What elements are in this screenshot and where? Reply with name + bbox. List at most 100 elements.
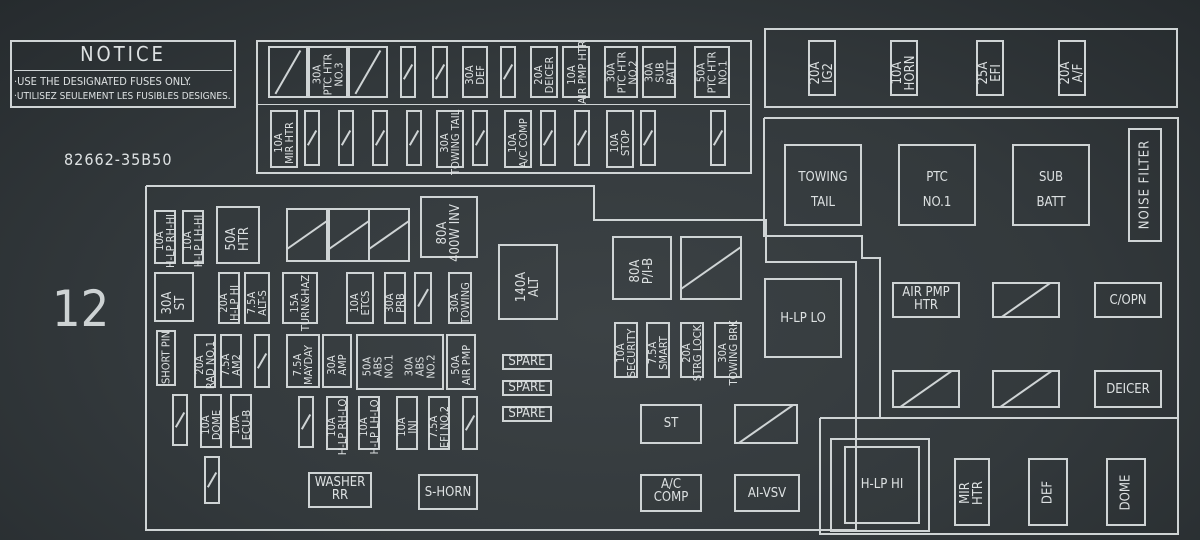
fuse-slot bbox=[372, 110, 388, 166]
fuse-turn-haz bbox=[282, 272, 318, 324]
fuse-slot bbox=[472, 110, 488, 166]
fuse-slot bbox=[574, 110, 590, 166]
fuse-label: 50A HTR bbox=[224, 226, 252, 252]
fuse-efi bbox=[976, 40, 1004, 96]
fuse-label: 20A STRG LOCK bbox=[680, 324, 704, 382]
fuse-slot bbox=[406, 110, 422, 166]
fuse-inj bbox=[396, 396, 418, 450]
relay-sub-batt bbox=[1012, 144, 1090, 226]
relay-s-horn bbox=[418, 474, 478, 510]
fuse-horn bbox=[890, 40, 918, 96]
fuse-label: 10A H-LP RH-HI bbox=[153, 214, 177, 268]
fuse-label: 140A ALT bbox=[514, 271, 542, 303]
relay-h-lp-hi bbox=[844, 446, 920, 524]
fuse-label: 7.5A AM2 bbox=[219, 353, 243, 377]
relay-label: DEICER bbox=[1106, 382, 1150, 397]
relay-label: SUB BATT bbox=[1036, 170, 1066, 210]
fuse-h-lp-rh-hi bbox=[154, 210, 176, 264]
fuse-slot bbox=[338, 110, 354, 166]
relay-slot bbox=[892, 370, 960, 408]
notice-divider bbox=[14, 70, 232, 71]
fuse-h-lp-hi bbox=[218, 272, 240, 324]
relay-dome bbox=[1106, 458, 1146, 526]
relay-deicer bbox=[1094, 370, 1162, 408]
fuse-slot bbox=[432, 46, 448, 98]
fuse-label: 30A PRB bbox=[383, 293, 407, 313]
relay-label: H-LP HI bbox=[860, 477, 904, 492]
fuse-slot bbox=[368, 208, 410, 262]
notice-title: NOTICE bbox=[80, 42, 166, 66]
fuse-mir-htr bbox=[270, 110, 298, 168]
relay-ai-vsv bbox=[734, 474, 800, 512]
notice-box bbox=[10, 40, 236, 108]
fuse-label: 10A H-LP LH-HI bbox=[181, 214, 205, 268]
fuse-htr bbox=[216, 206, 260, 264]
relay-label: PTC NO.1 bbox=[922, 170, 952, 210]
fuse-label: 30A ST bbox=[160, 291, 188, 315]
fuse-400w-inv bbox=[420, 196, 478, 258]
fuse-deicer bbox=[530, 46, 558, 98]
fuse-def bbox=[462, 46, 488, 98]
fuse-ig2 bbox=[808, 40, 836, 96]
fuse-slot bbox=[172, 394, 188, 446]
fuse-label: 7.5A ALT-S bbox=[245, 290, 269, 316]
fuse-label: 80A P/I-B bbox=[628, 257, 656, 285]
relay-h-lp-hi-outer bbox=[830, 438, 930, 532]
fuse-slot bbox=[640, 110, 656, 166]
relay-def bbox=[1028, 458, 1068, 526]
spare-label: SPARE bbox=[508, 406, 546, 421]
spare-fuse bbox=[502, 406, 552, 422]
fuse-efi-no-2 bbox=[428, 396, 450, 450]
fuse-towing-tail bbox=[436, 110, 464, 168]
fuse-label: 10A H-LP LH-LO bbox=[357, 399, 381, 455]
fuse-label: 10A ECU-B bbox=[229, 409, 253, 441]
fuse-alt-s bbox=[244, 272, 270, 324]
relay-label: WASHER RR bbox=[314, 475, 366, 503]
relay-slot bbox=[992, 370, 1060, 408]
fuse-label: 20A H-LP HI bbox=[217, 285, 241, 321]
fuse-h-lp-lh-hi bbox=[182, 210, 204, 264]
fuse-slot bbox=[304, 110, 320, 166]
fuse-strg-lock bbox=[680, 322, 704, 378]
relay-label: AIR PMP HTR bbox=[902, 285, 950, 313]
fuse-slot bbox=[400, 46, 416, 98]
relay-label: TOWING TAIL bbox=[798, 170, 848, 210]
fuse-slot bbox=[540, 110, 556, 166]
fuse-label: 10A DOME bbox=[199, 409, 223, 441]
fuse-label: 10A INJ bbox=[395, 417, 419, 437]
fuse-slot bbox=[298, 396, 314, 448]
fuse-label: 10A H-LP RH-LO bbox=[325, 398, 349, 456]
fuse-ac-comp bbox=[504, 110, 532, 168]
relay-washer-rr bbox=[308, 472, 372, 508]
fuse-am2 bbox=[220, 334, 242, 388]
fuse-ptc-htr-3 bbox=[308, 46, 348, 98]
relay-label: ST bbox=[663, 416, 679, 431]
relay-ac-comp bbox=[640, 474, 702, 512]
noise-filter bbox=[1128, 128, 1162, 242]
relay-h-lp-lo bbox=[764, 278, 842, 358]
fuse-slot bbox=[710, 110, 726, 166]
top-fuse-block bbox=[256, 40, 752, 174]
relay-label: NOISE FILTER bbox=[1137, 139, 1153, 230]
fuse-label: 30A ABS NO.2 bbox=[402, 354, 438, 379]
fuse-prb bbox=[384, 272, 406, 324]
relay-label: AI-VSV bbox=[747, 486, 787, 501]
relay-label: A/C COMP bbox=[653, 477, 689, 505]
fuse-slot bbox=[268, 46, 308, 98]
fuse-label: 50A ABS NO.1 bbox=[360, 354, 396, 379]
fuse-label: 7.5A MAYDAY bbox=[291, 345, 315, 385]
fuse-stop bbox=[606, 110, 634, 168]
fuse-towing-brk bbox=[714, 322, 742, 378]
fuse-air-pmp-htr bbox=[562, 46, 590, 98]
fuse-label: 30A TOWING BRK bbox=[716, 320, 740, 386]
fuse-security bbox=[614, 322, 638, 378]
fuse-slot bbox=[462, 396, 478, 450]
fuse-slot bbox=[348, 46, 388, 98]
fuse-slot bbox=[286, 208, 328, 262]
fuse-label: 30A AMP bbox=[325, 354, 349, 376]
fuse-slot bbox=[328, 208, 370, 262]
fuse-label: 80A 400W INV bbox=[435, 204, 463, 262]
part-number: 82662-35B50 bbox=[64, 150, 173, 169]
